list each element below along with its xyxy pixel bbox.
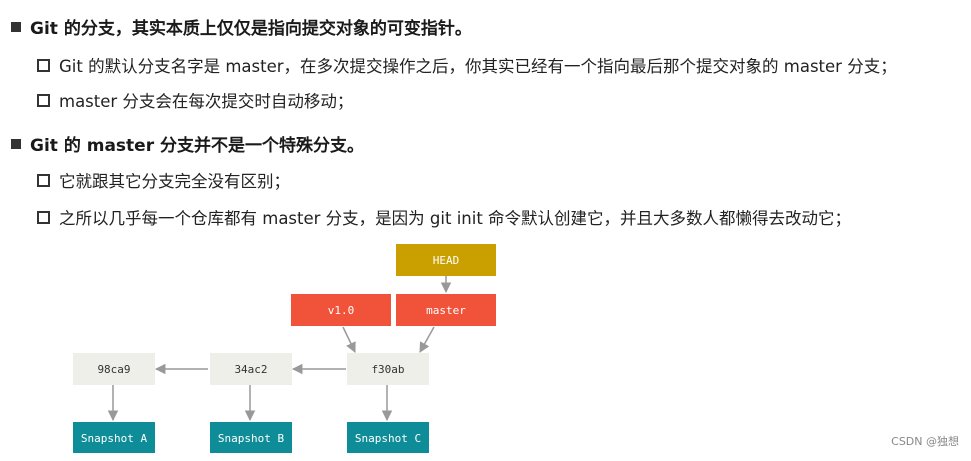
branch-master-box bbox=[396, 294, 496, 326]
snapshot-b-label: Snapshot B bbox=[218, 432, 285, 445]
bullet-sub-1-2: master 分支会在每次提交时自动移动； bbox=[37, 88, 353, 112]
bullet-main-1: Git 的分支，其实本质上仅仅是指向提交对象的可变指针。 bbox=[11, 14, 472, 39]
hollow-square-bullet-icon bbox=[37, 58, 50, 72]
watermark: CSDN @独想 bbox=[891, 435, 959, 448]
snapshot-c-box bbox=[347, 422, 429, 453]
bullet-text: 之所以几乎每一个仓库都有 master 分支，是因为 git init 命令默认… bbox=[59, 209, 852, 228]
head-label: HEAD bbox=[433, 254, 460, 267]
branch-v10-label: v1.0 bbox=[328, 304, 355, 317]
filled-square-bullet-icon bbox=[11, 138, 21, 149]
bullet-sub-1-1: Git 的默认分支名字是 master，在多次提交操作之后，你其实已经有一个指向… bbox=[37, 53, 897, 77]
snapshot-c-label: Snapshot C bbox=[355, 432, 421, 445]
bullet-sub-2-2: 之所以几乎每一个仓库都有 master 分支，是因为 git init 命令默认… bbox=[37, 205, 851, 229]
head-pointer-box bbox=[396, 244, 496, 276]
commit-box-1 bbox=[73, 353, 155, 385]
hollow-square-bullet-icon bbox=[37, 210, 50, 224]
arrow-v10-to-commit3 bbox=[342, 326, 356, 353]
branch-master-label: master bbox=[426, 304, 466, 317]
commit-hash-2: 34ac2 bbox=[234, 363, 267, 376]
commit-hash-1: 98ca9 bbox=[97, 363, 130, 376]
bullet-text: master 分支会在每次提交时自动移动； bbox=[59, 92, 354, 111]
commit-box-3 bbox=[347, 353, 429, 385]
bullet-sub-2-1: 它就跟其它分支完全没有区别； bbox=[37, 168, 290, 192]
commit-box-2 bbox=[210, 353, 292, 385]
filled-square-bullet-icon bbox=[11, 21, 21, 32]
hollow-square-bullet-icon bbox=[37, 173, 50, 187]
bullet-text: Git 的 master 分支并不是一个特殊分支。 bbox=[30, 136, 365, 156]
snapshot-a-label: Snapshot A bbox=[81, 432, 148, 445]
bullet-text: Git 的默认分支名字是 master，在多次提交操作之后，你其实已经有一个指向… bbox=[59, 57, 897, 76]
diagram-arrows bbox=[107, 276, 452, 422]
snapshot-b-box bbox=[210, 422, 292, 453]
branch-v10-box bbox=[291, 294, 391, 326]
bullet-main-2: Git 的 master 分支并不是一个特殊分支。 bbox=[11, 131, 364, 156]
snapshot-a-box bbox=[73, 422, 155, 453]
arrow-master-to-commit3 bbox=[419, 326, 435, 353]
bullet-text: 它就跟其它分支完全没有区别； bbox=[59, 172, 290, 191]
commit-hash-3: f30ab bbox=[371, 363, 404, 376]
bullet-text: Git 的分支，其实本质上仅仅是指向提交对象的可变指针。 bbox=[30, 19, 472, 39]
hollow-square-bullet-icon bbox=[37, 93, 50, 107]
